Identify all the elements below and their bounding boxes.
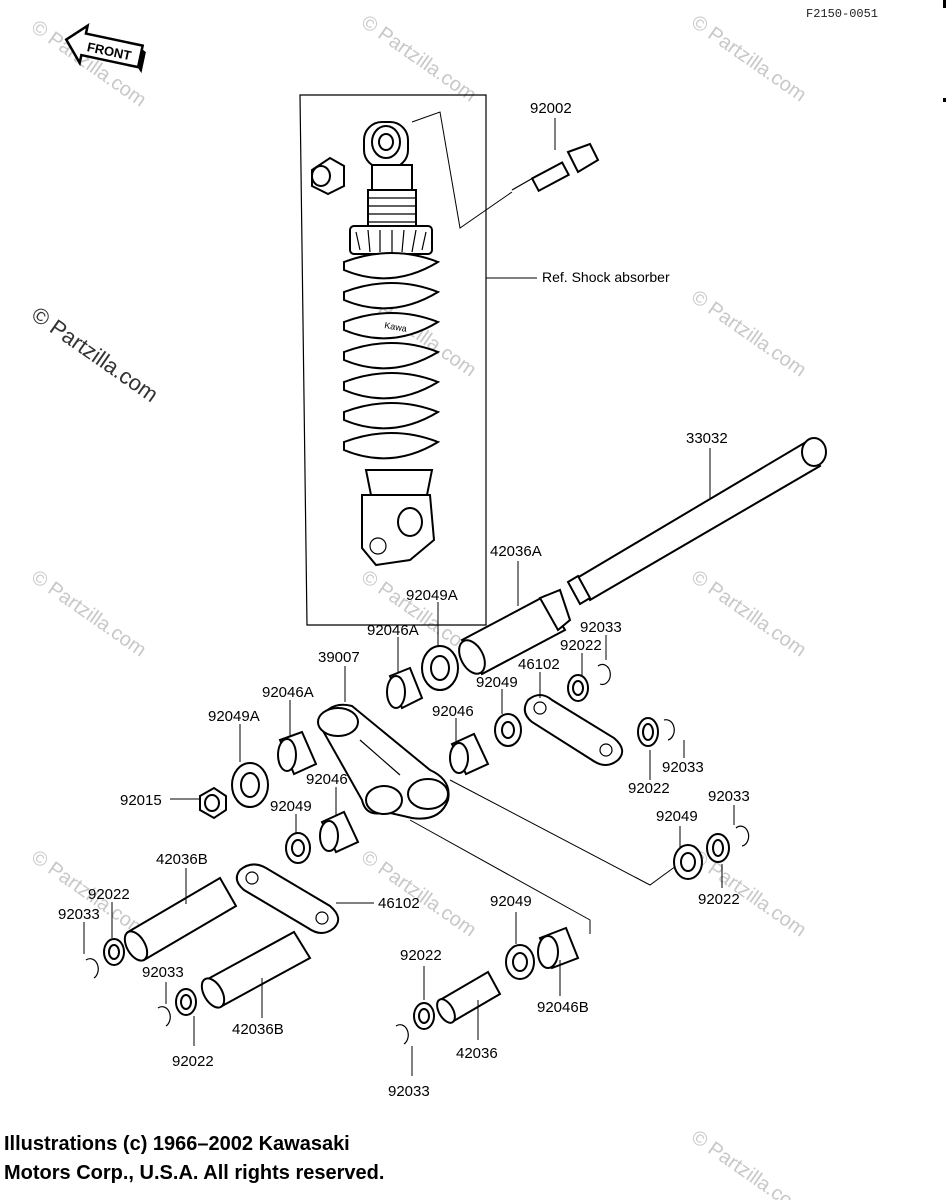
axle-33032 [566,437,827,606]
label-92033-r1: 92033 [662,759,704,776]
bearing-92046-low [319,810,360,854]
watermark-large: © Partzilla.com [27,302,163,408]
label-92022-left: 92022 [88,886,130,903]
label-92046-mid: 92046 [432,703,474,720]
nut-92015 [199,786,227,820]
label-92022-r1: 92022 [628,780,670,797]
shock-ref-frame [299,94,487,626]
drawing-code: F2150-0051 [806,7,878,21]
pin-42036B-top [123,876,238,962]
copyright-line-2: Motors Corp., U.S.A. All rights reserved… [4,1162,385,1184]
label-92033-left: 92033 [58,906,100,923]
link-46102-low [235,863,340,934]
watermark-3: © Partzilla.com [687,11,810,106]
bearing-92046A-top [386,666,424,710]
washer-92022-r1 [637,717,659,747]
edge-mark-2 [943,98,946,102]
label-92049-low: 92049 [270,798,312,815]
watermark-6: © Partzilla.com [27,566,150,661]
shock-absorber: Kawa [311,121,441,567]
label-92033-bl: 92033 [142,964,184,981]
label-92033-r2: 92033 [708,788,750,805]
clip-92033-r1 [663,719,675,741]
seal-92049-low [285,832,311,864]
front-arrow-icon: FRONT [64,23,146,74]
label-92046B: 92046B [537,999,589,1016]
ref-label: Ref. Shock absorber [542,269,670,285]
watermark-8: © Partzilla.com [687,566,810,661]
edge-mark-1 [943,0,946,8]
label-92046-low: 92046 [306,771,348,788]
label-92015: 92015 [120,792,162,809]
label-42036A: 42036A [490,543,542,560]
bolt-92002 [511,142,600,193]
seal-92049A-top [421,645,459,691]
pin-42036B-bottom [200,930,312,1009]
watermark-10: © Partzilla.com [357,846,480,941]
bolt-leader [411,111,513,229]
bearing-92046B [537,926,580,970]
bearing-92046-mid [449,732,490,776]
rocker-arm-39007 [316,703,450,820]
spring-brand: Kawa [384,320,408,334]
label-92002: 92002 [530,100,572,117]
clip-92033-bl [157,1006,171,1027]
leader-rocker-right [449,779,677,886]
washer-92022-r2 [706,833,730,863]
seal-92049-mid [494,713,522,747]
label-92022-bl: 92022 [172,1053,214,1070]
washer-92022-top [567,674,589,702]
label-92022-r2: 92022 [698,891,740,908]
label-39007: 39007 [318,649,360,666]
label-92049-bot: 92049 [490,893,532,910]
label-33032: 33032 [686,430,728,447]
label-92049A-left: 92049A [208,708,260,725]
copyright-line-1: Illustrations (c) 1966–2002 Kawasaki [4,1133,350,1155]
leader-rocker-bottom [409,819,591,934]
watermark-12: © Partzilla.com [687,1126,810,1200]
pin-42036 [436,970,502,1024]
label-42036: 42036 [456,1045,498,1062]
spring: Kawa [343,252,441,460]
seal-92049A-left [231,762,269,808]
label-92022-top: 92022 [560,637,602,654]
link-46102-top [523,694,624,766]
clip-92033-left [85,958,99,979]
label-42036B-bottom: 42036B [232,1021,284,1038]
watermark-2: © Partzilla.com [357,11,480,106]
washer-92022-left [103,938,125,966]
label-92049A-top: 92049A [406,587,458,604]
label-92022-bot: 92022 [400,947,442,964]
clip-92033-top [597,663,611,686]
clip-92033-bot [395,1024,409,1045]
label-46102-top: 46102 [518,656,560,673]
sleeve-42036A [458,588,572,676]
washer-92022-bl [175,988,197,1016]
label-42036B-top: 42036B [156,851,208,868]
seal-92049-bot [505,944,535,980]
label-46102-low: 46102 [378,895,420,912]
watermark-4: © Partzilla.com [687,286,810,381]
clip-92033-r2 [735,825,750,847]
label-92033-top: 92033 [580,619,622,636]
bearing-92046A-left [277,730,318,776]
label-92049-r2: 92049 [656,808,698,825]
washer-92022-bot [413,1002,435,1030]
seal-92049-r2 [673,844,703,880]
label-92033-bot: 92033 [388,1083,430,1100]
label-92049-mid: 92049 [476,674,518,691]
copyright-notice: Illustrations (c) 1966–2002 Kawasaki Mot… [4,1130,384,1188]
label-92046A-left: 92046A [262,684,314,701]
label-92046A-top: 92046A [367,622,419,639]
